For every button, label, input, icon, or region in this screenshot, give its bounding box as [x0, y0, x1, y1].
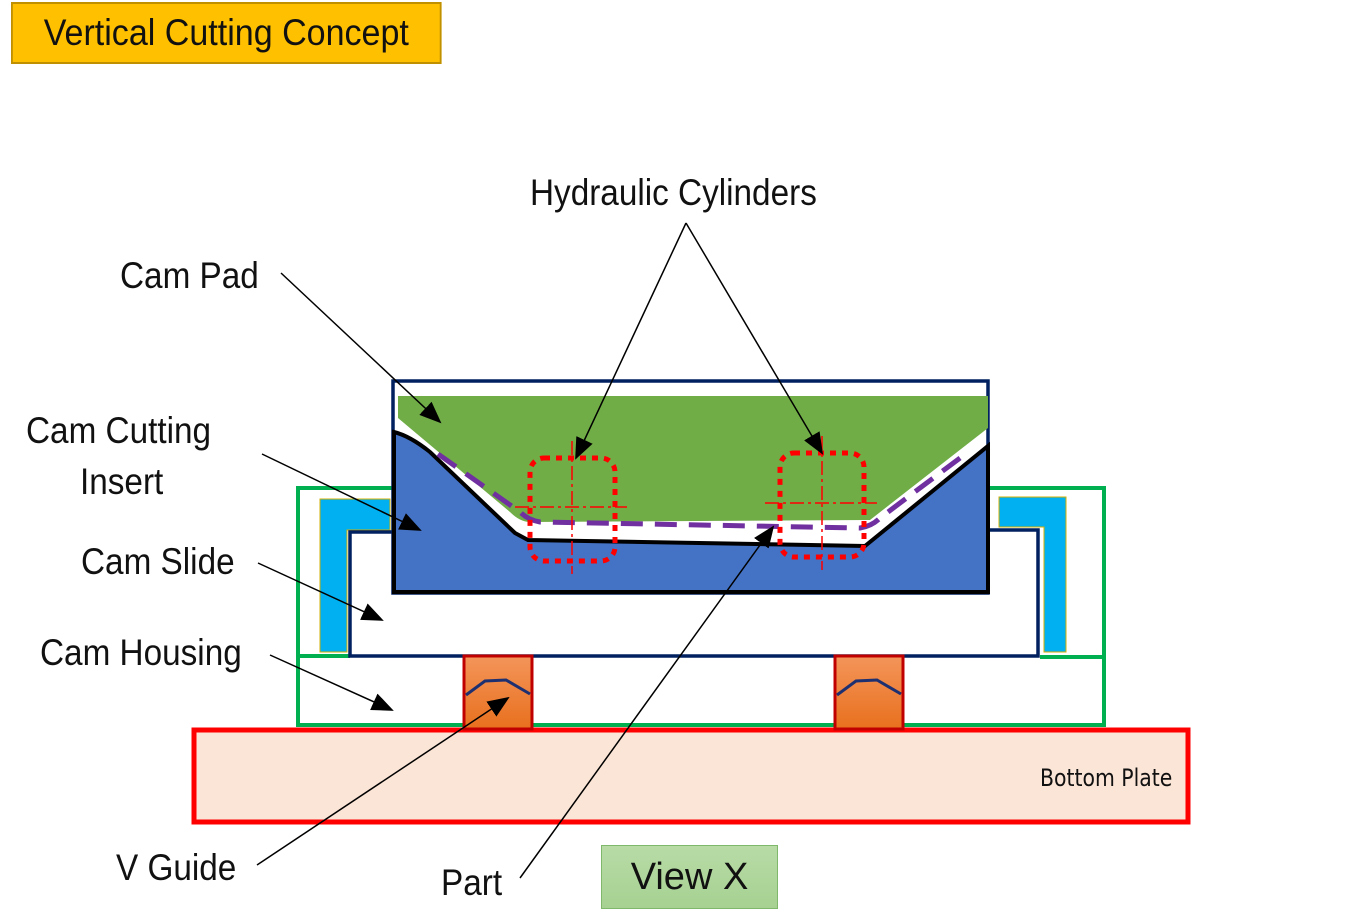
leader-hydraulic-left — [575, 222, 687, 460]
part-line — [436, 450, 970, 531]
leader-cam-housing — [269, 654, 394, 711]
cam-pad — [398, 396, 988, 522]
label-cam-pad: Cam Pad — [120, 255, 259, 296]
label-cam-cutting-insert-line1: Cam Cutting — [26, 410, 212, 451]
cam-cutting-insert — [392, 429, 990, 594]
leader-part — [519, 525, 775, 879]
label-cam-slide: Cam Slide — [81, 541, 235, 582]
label-bottom-plate: Bottom Plate — [1040, 764, 1173, 792]
bottom-plate — [191, 727, 1191, 825]
wear-plate-left — [319, 498, 391, 653]
page-title-text: Vertical Cutting Concept — [43, 12, 409, 53]
label-cam-housing: Cam Housing — [40, 632, 242, 673]
leader-v-guide — [256, 696, 510, 866]
label-hydraulic-cylinders: Hydraulic Cylinders — [530, 172, 817, 213]
page-title: Vertical Cutting Concept — [11, 2, 442, 64]
view-x-box: View X — [601, 845, 778, 909]
wear-plate-right — [998, 496, 1067, 653]
v-guide-right — [833, 654, 905, 731]
leader-cam-pad — [280, 272, 442, 424]
leader-cam-slide — [257, 562, 384, 621]
view-x-label: View X — [630, 855, 749, 898]
leader-cam-cutting-insert — [261, 453, 422, 531]
v-guide-right-profile — [836, 678, 902, 697]
v-guide-left — [462, 654, 534, 731]
leader-hydraulic-right — [685, 222, 824, 455]
label-part: Part — [441, 862, 503, 903]
v-guide-left-profile — [465, 678, 531, 697]
label-cam-cutting-insert-line2: Insert — [80, 461, 164, 502]
label-v-guide: V Guide — [116, 847, 237, 888]
